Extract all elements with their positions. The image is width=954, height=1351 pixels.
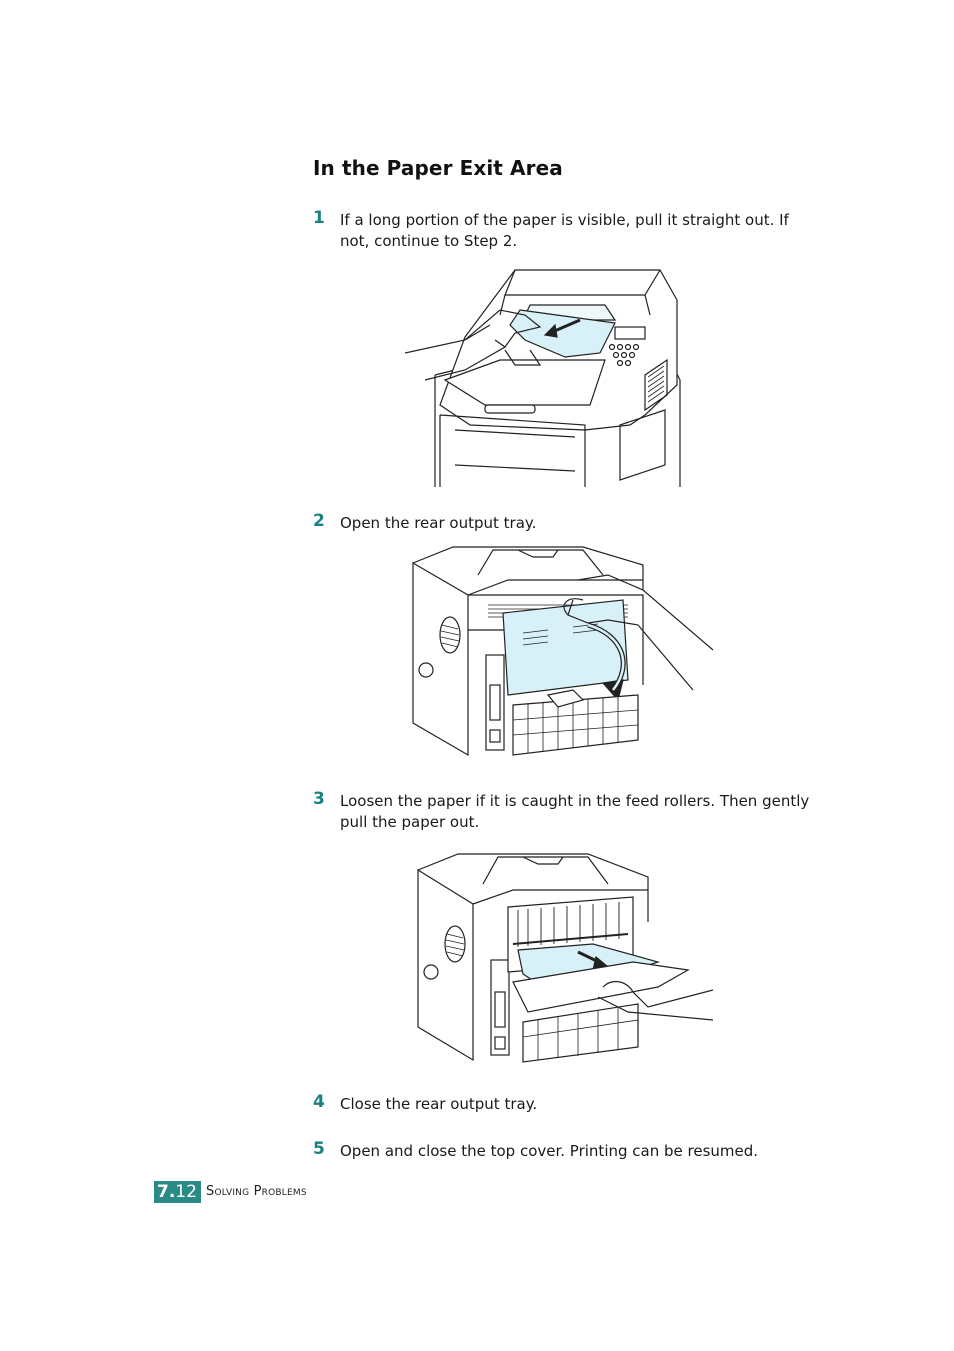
page-number: 12 — [175, 1182, 197, 1202]
step-4-text: Close the rear output tray. — [340, 1095, 538, 1113]
step-4-number: 4 — [313, 1092, 325, 1112]
page-number-badge: 7.12 — [154, 1181, 201, 1203]
step-1-text: If a long portion of the paper is visibl… — [340, 211, 789, 250]
printer-rear-pull-paper-illustration — [417, 853, 714, 1063]
step-1-number: 1 — [313, 208, 325, 228]
section-title: In the Paper Exit Area — [313, 156, 563, 180]
printer-rear-open-tray-illustration — [412, 546, 714, 757]
chapter-number: 7. — [157, 1182, 176, 1202]
step-5-text: Open and close the top cover. Printing c… — [340, 1142, 759, 1160]
step-3-number: 3 — [313, 789, 325, 809]
printer-front-exit-illustration — [405, 269, 681, 487]
step-3-text: Loosen the paper if it is caught in the … — [340, 792, 810, 831]
step-5-number: 5 — [313, 1139, 325, 1159]
chapter-title: Solving Problems — [206, 1184, 307, 1199]
step-2-text: Open the rear output tray. — [340, 514, 537, 532]
step-2-number: 2 — [313, 511, 325, 531]
